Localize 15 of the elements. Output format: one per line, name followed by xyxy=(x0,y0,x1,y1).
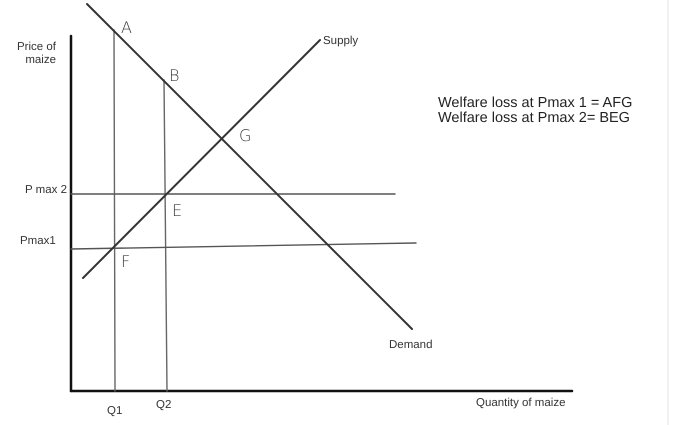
point-label: F xyxy=(121,253,130,272)
tick-label: Pmax1 xyxy=(20,235,56,248)
point-label: B xyxy=(169,67,180,86)
point-label: A xyxy=(121,19,132,38)
note-text: Welfare loss at Pmax 2= BEG xyxy=(438,110,630,127)
curve-label: Demand xyxy=(389,339,432,352)
axis-label: Price of maize xyxy=(16,41,56,68)
tick-label: Q1 xyxy=(107,405,122,418)
axis-label: Quantity of maize xyxy=(476,397,566,410)
point-label: E xyxy=(172,202,182,220)
point-label: G xyxy=(239,127,252,146)
tick-label: Q2 xyxy=(156,399,172,412)
curve-label: Supply xyxy=(323,35,358,48)
note-text: Welfare loss at Pmax 1 = AFG xyxy=(438,95,632,112)
tick-label: P max 2 xyxy=(24,184,67,198)
